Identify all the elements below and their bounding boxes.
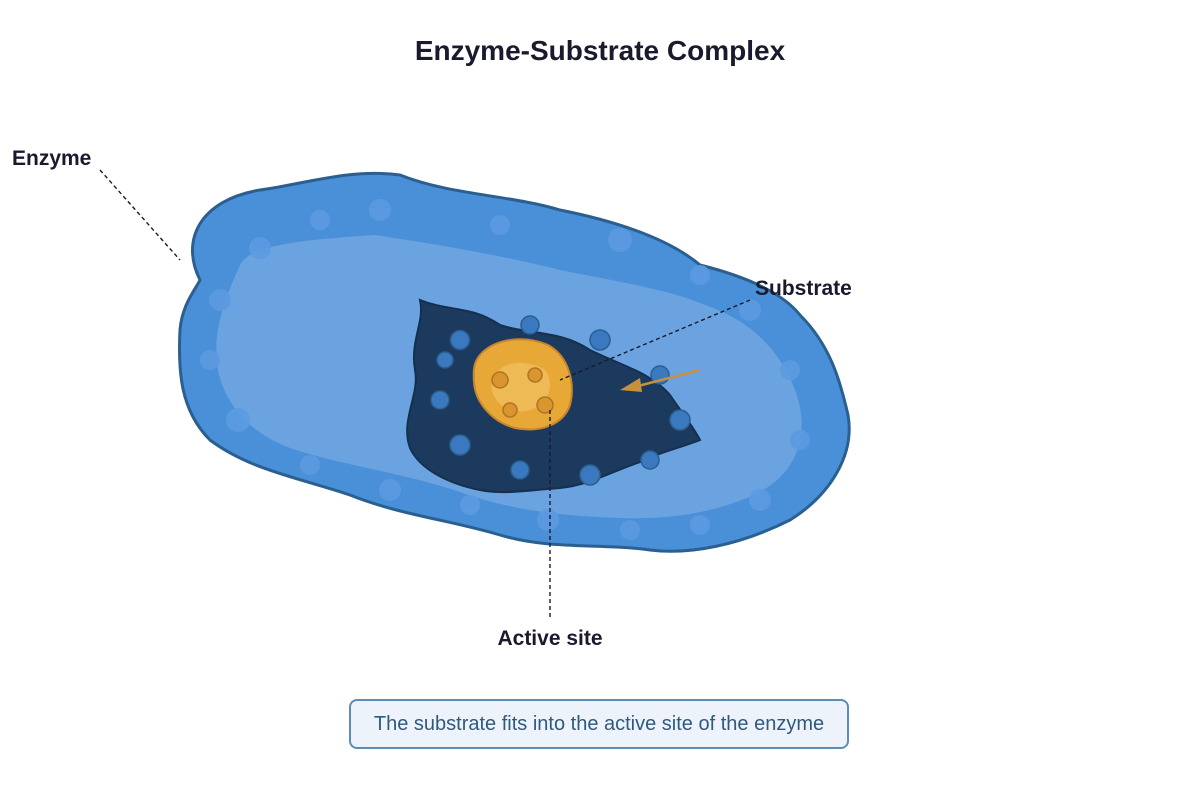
enzyme-texture-dot — [249, 237, 271, 259]
binding-residue — [430, 390, 450, 410]
enzyme-texture-dot — [608, 228, 632, 252]
enzyme-texture-dot — [460, 495, 480, 515]
substrate-atom — [491, 371, 509, 389]
enzyme-texture-dot — [690, 265, 710, 285]
substrate-atom — [527, 367, 543, 383]
binding-residue — [640, 450, 660, 470]
enzyme-texture-dot — [780, 360, 800, 380]
substrate-atom — [536, 396, 554, 414]
substrate-atom — [502, 402, 518, 418]
enzyme-leader-line — [99, 169, 181, 261]
enzyme-texture-dot — [379, 479, 401, 501]
caption-box: The substrate fits into the active site … — [349, 699, 849, 749]
binding-residue — [449, 329, 471, 351]
binding-residue — [520, 315, 540, 335]
enzyme-texture-dot — [300, 455, 320, 475]
enzyme-texture-dot — [790, 430, 810, 450]
binding-residue — [579, 464, 601, 486]
substrate-molecule — [472, 338, 573, 431]
enzyme-texture-dot — [369, 199, 391, 221]
enzyme-texture-dot — [739, 299, 761, 321]
caption-text: The substrate fits into the active site … — [373, 712, 825, 735]
diagram-title: Enzyme-Substrate Complex — [415, 35, 786, 66]
binding-residue — [436, 351, 454, 369]
enzyme-texture — [200, 199, 810, 540]
binding-residue — [510, 460, 530, 480]
substrate-label: Substrate — [755, 277, 852, 300]
substrate-leader-line — [559, 299, 751, 381]
enzyme-texture-dot — [620, 520, 640, 540]
enzyme-texture-dot — [537, 509, 559, 531]
binding-arrow-shaft — [637, 368, 701, 388]
enzyme-texture-dot — [226, 408, 250, 432]
enzyme-texture-dot — [749, 489, 771, 511]
enzyme-texture-dot — [690, 515, 710, 535]
binding-residue — [669, 409, 691, 431]
enzyme-label: Enzyme — [12, 147, 91, 170]
binding-residues — [430, 315, 691, 486]
enzyme-texture-dot — [200, 350, 220, 370]
binding-residue — [449, 434, 471, 456]
enzyme-texture-dot — [490, 215, 510, 235]
enzyme-texture-dot — [310, 210, 330, 230]
active-site-label: Active site — [497, 627, 602, 650]
enzyme-texture-dot — [209, 289, 231, 311]
binding-arrow-head — [620, 378, 642, 392]
binding-residue — [589, 329, 611, 351]
binding-arrow — [620, 368, 701, 392]
